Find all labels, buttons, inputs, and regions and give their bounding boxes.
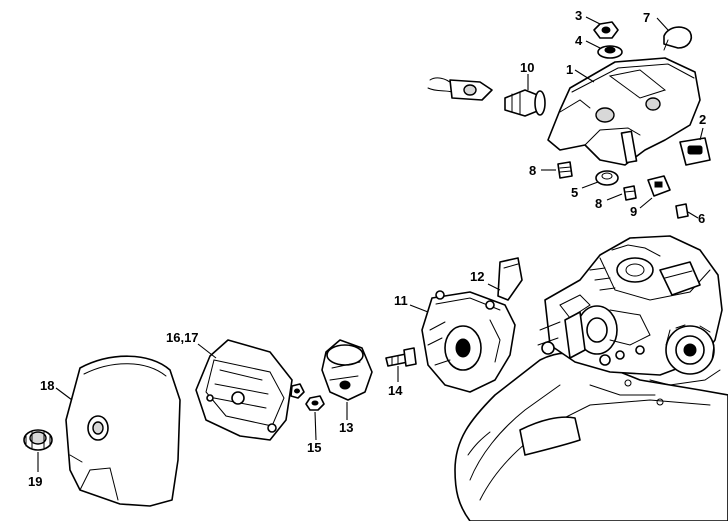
chainsaw-body — [454, 235, 728, 521]
part-9-clip — [647, 175, 671, 197]
callout-labels: 1 2 3 4 5 6 7 8 8 9 10 11 12 13 14 15 16… — [28, 8, 706, 489]
part-11-baffle — [421, 290, 516, 393]
part-13-manifold — [321, 339, 373, 401]
callout-4: 4 — [575, 33, 583, 48]
callout-2: 2 — [699, 112, 706, 127]
part-15-nut — [305, 395, 325, 411]
part-6-plug — [675, 203, 689, 219]
part-5-washer — [595, 170, 619, 186]
part-16-17-air-filter — [195, 339, 293, 441]
callout-5: 5 — [571, 185, 578, 200]
nut-small — [290, 383, 305, 399]
part-3-nut — [593, 21, 619, 39]
part-2-latch — [679, 137, 711, 166]
callout-7: 7 — [643, 10, 650, 25]
callout-9: 9 — [630, 204, 637, 219]
callout-19: 19 — [28, 474, 42, 489]
callout-8a: 8 — [529, 163, 536, 178]
callout-13: 13 — [339, 420, 353, 435]
part-4-grommet — [597, 45, 623, 59]
callout-18: 18 — [40, 378, 54, 393]
callout-11: 11 — [394, 293, 408, 308]
callout-1: 1 — [566, 62, 573, 77]
part-1-shroud — [547, 57, 701, 166]
callout-3: 3 — [575, 8, 582, 23]
callout-8b: 8 — [595, 196, 602, 211]
part-19-knob — [23, 429, 53, 451]
part-8-screw-a — [557, 161, 573, 179]
spark-plug-lead — [427, 77, 493, 101]
callout-16-17: 16,17 — [166, 330, 199, 345]
callout-6: 6 — [698, 211, 705, 226]
part-18-filter-cover — [65, 355, 181, 507]
part-7-cap — [663, 26, 693, 51]
callout-15: 15 — [307, 440, 321, 455]
leader-lines — [37, 16, 704, 472]
callout-12: 12 — [470, 269, 484, 284]
part-14-bolt — [385, 347, 417, 367]
part-8-screw-b — [623, 185, 637, 201]
callout-10: 10 — [520, 60, 534, 75]
callout-14: 14 — [388, 383, 403, 398]
part-10-boot — [504, 89, 546, 117]
part-12-clip — [497, 257, 523, 301]
